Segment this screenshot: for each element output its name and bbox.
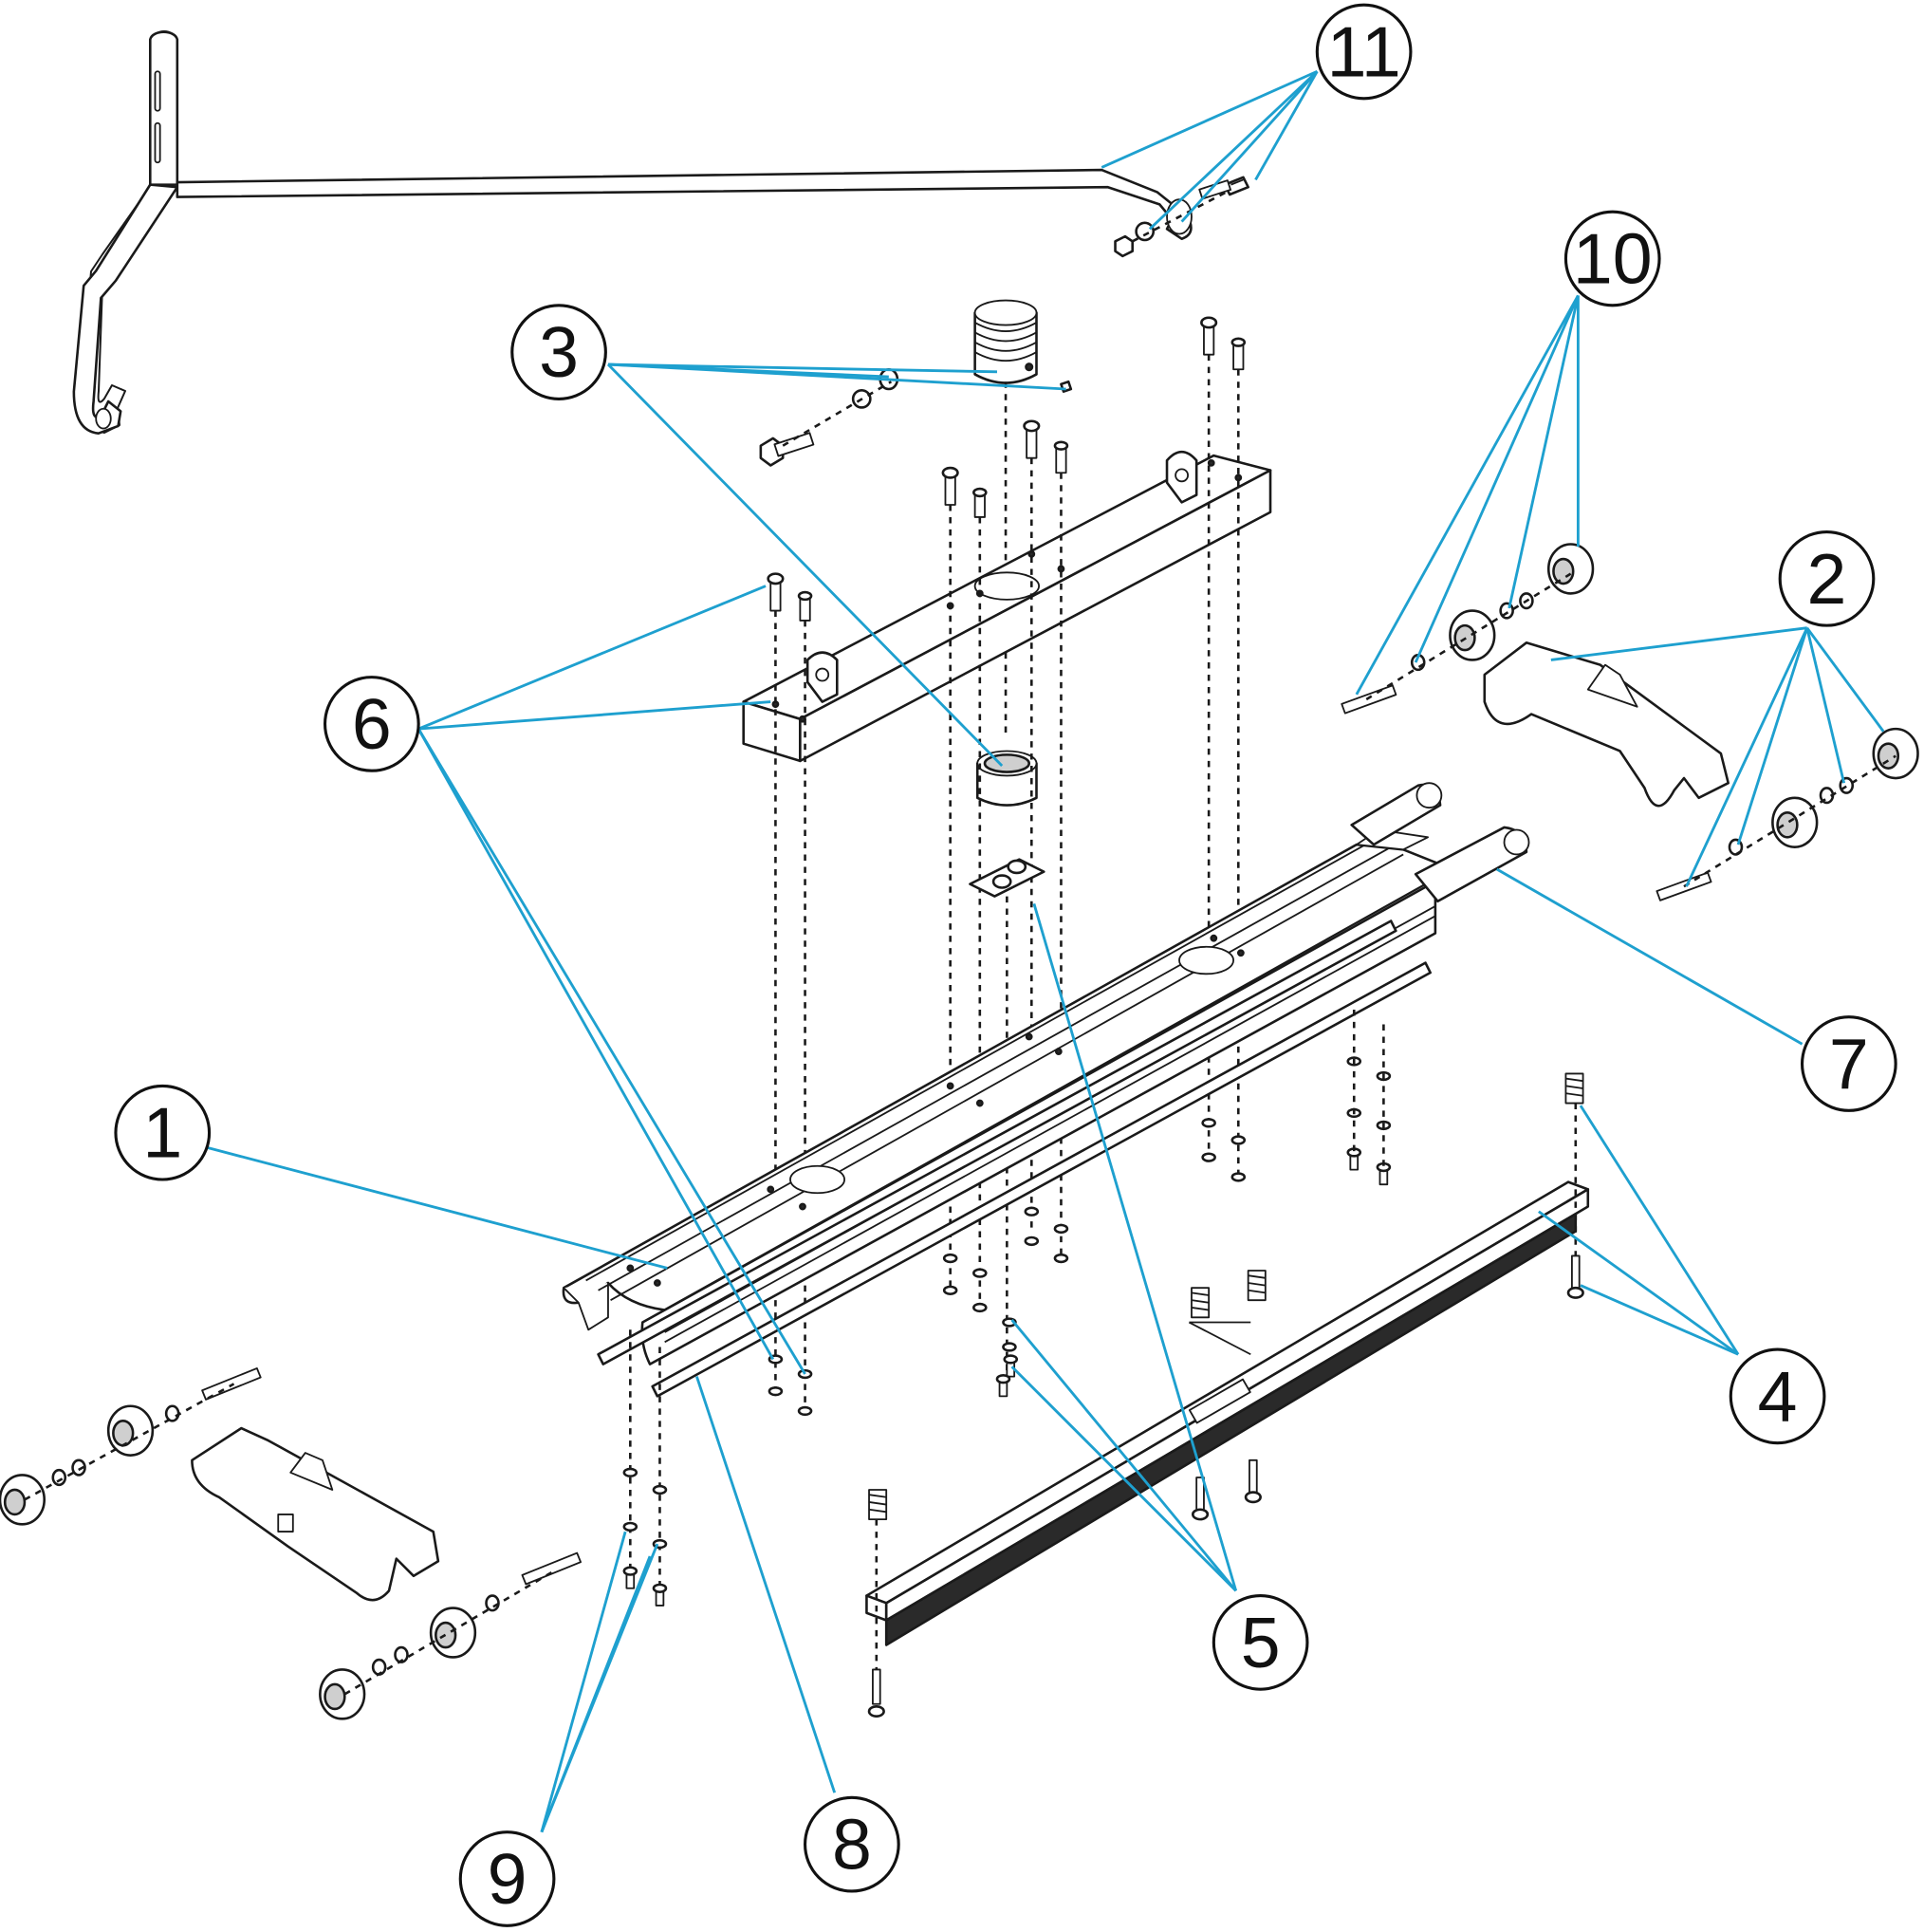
callout-8: 8 <box>804 1795 900 1893</box>
handle-bolt-left <box>759 367 899 467</box>
callout-1-label: 1 <box>142 1093 182 1173</box>
pivot-plate <box>969 858 1045 1380</box>
scaled-drawing: 1 2 3 4 5 6 7 8 9 10 11 <box>0 3 1919 1927</box>
callout-5-label: 5 <box>1241 1603 1281 1682</box>
handle-yoke-scaled <box>72 30 1193 436</box>
brush-assembly <box>865 1180 1590 1646</box>
axle-rod-lower <box>1414 826 1530 903</box>
callout-3: 3 <box>510 304 607 400</box>
callout-3-label: 3 <box>539 312 579 392</box>
callout-10: 10 <box>1563 210 1661 307</box>
bottom-strip <box>597 920 1432 1398</box>
callout-7-label: 7 <box>1829 1024 1869 1104</box>
callout-4: 4 <box>1729 1347 1826 1445</box>
left-carriage <box>191 1426 440 1602</box>
beam-nuts <box>622 1009 1392 1607</box>
callout-1: 1 <box>114 1084 212 1181</box>
callout-2-label: 2 <box>1807 539 1847 619</box>
callout-11: 11 <box>1315 3 1413 101</box>
right-wheels <box>1341 543 1919 901</box>
top-crossbeam <box>742 450 1272 763</box>
leader-lines <box>206 69 1885 1833</box>
callout-9-label: 9 <box>488 1839 527 1919</box>
axle-rod-upper <box>1350 782 1443 846</box>
left-wheels <box>0 1367 583 1720</box>
callout-4-label: 4 <box>1758 1356 1798 1436</box>
springs <box>867 1072 1584 1718</box>
callout-10-label: 10 <box>1573 218 1653 298</box>
callout-6-label: 6 <box>352 684 392 764</box>
callout-9: 9 <box>458 1830 556 1927</box>
callout-5: 5 <box>1212 1594 1309 1691</box>
callout-2: 2 <box>1778 529 1876 627</box>
callout-11-label: 11 <box>1327 11 1401 91</box>
callout-8-label: 8 <box>832 1805 872 1885</box>
collar-ring <box>975 750 1038 807</box>
bellows-sleeve <box>973 299 1073 739</box>
callout-7: 7 <box>1800 1015 1897 1112</box>
callout-6: 6 <box>323 676 420 772</box>
right-carriage <box>1483 641 1730 808</box>
